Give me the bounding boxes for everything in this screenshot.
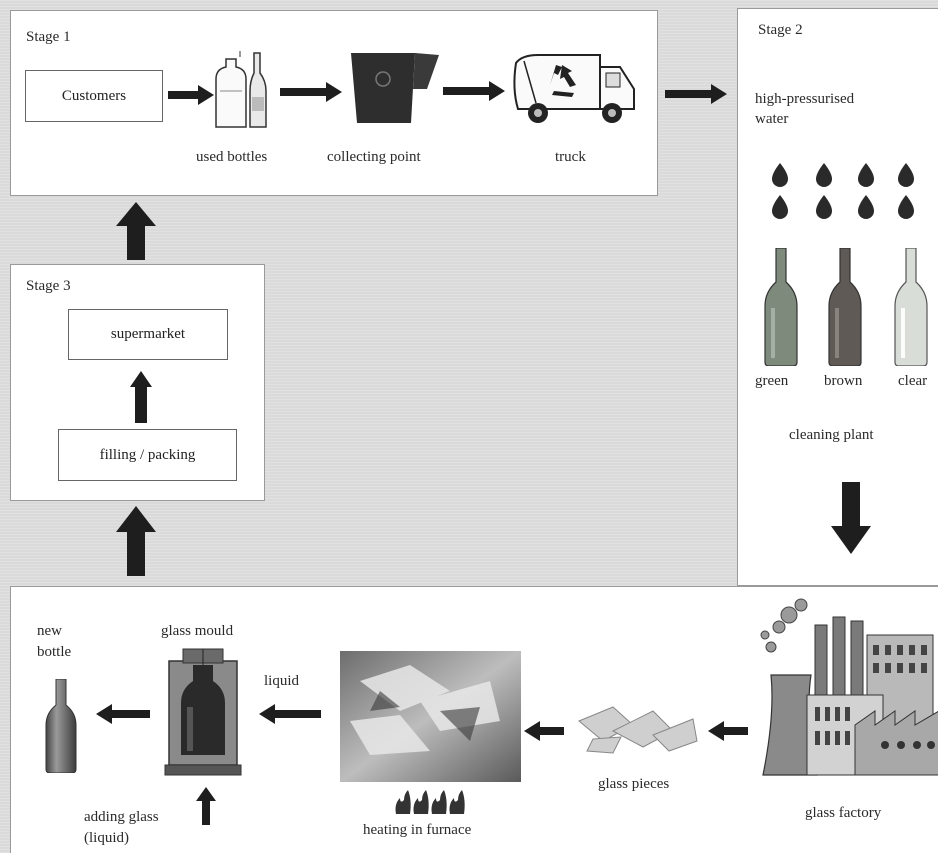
new-bottle-label-line1: new (37, 623, 62, 639)
brown-bottle-icon (828, 248, 862, 366)
brown-label: brown (824, 373, 863, 389)
flames-icon (395, 790, 465, 814)
cleaning-plant-label: cleaning plant (789, 427, 874, 443)
glass-factory-icon (760, 598, 938, 776)
used-bottles-icon (215, 51, 267, 128)
adding-glass-label-line2: (liquid) (84, 830, 129, 846)
arrow-icon (443, 81, 505, 101)
filling-packing-label: filling / packing (99, 446, 196, 463)
customers-label: Customers (61, 87, 127, 104)
stage1-panel: Stage 1 Customers used bottles collectin… (10, 10, 658, 196)
new-bottle-icon (45, 679, 77, 773)
supermarket-label: supermarket (110, 326, 186, 342)
heating-in-furnace-label: heating in furnace (363, 822, 472, 838)
customers-box: Customers (25, 70, 163, 122)
arrow-left-icon (524, 721, 564, 741)
arrow-left-icon (708, 721, 748, 741)
arrow-down-icon (831, 482, 871, 554)
recycling-bin-icon (351, 53, 439, 123)
water-label-line1: high-pressurised (755, 91, 855, 107)
new-bottle-label-line2: bottle (37, 644, 72, 660)
green-label: green (755, 373, 789, 389)
arrow-up-icon (130, 371, 152, 423)
arrow-up-icon (116, 506, 156, 576)
stage3-panel: Stage 3 supermarket filling / packing (10, 264, 265, 501)
green-bottle-icon (764, 248, 798, 366)
stage3-title: Stage 3 (26, 278, 71, 294)
arrow-up-icon (116, 202, 156, 260)
arrow-left-icon (96, 704, 150, 724)
used-bottles-label: used bottles (196, 149, 268, 165)
clear-label: clear (898, 373, 928, 389)
arrow-icon (280, 82, 342, 102)
clear-bottle-icon (894, 248, 928, 366)
arrow-icon (168, 85, 214, 105)
stage2-panel: Stage 2 high-pressurised water green bro… (737, 8, 938, 586)
recycling-truck-icon (513, 54, 635, 123)
adding-glass-label-line1: adding glass (84, 809, 159, 825)
glass-mould-icon (164, 648, 242, 776)
arrow-icon (665, 84, 727, 104)
glass-pieces-label: glass pieces (598, 776, 670, 792)
liquid-label: liquid (264, 673, 300, 689)
furnace-icon (340, 651, 521, 782)
glass-factory-label: glass factory (805, 805, 882, 821)
water-drops-icon (772, 163, 914, 219)
collecting-point-label: collecting point (327, 149, 421, 165)
water-label-line2: water (755, 111, 789, 127)
glass-production-panel: new bottle glass mould liquid adding gla… (10, 586, 938, 853)
truck-label: truck (555, 149, 586, 165)
arrow-left-icon (259, 704, 321, 724)
glass-mould-label: glass mould (161, 623, 234, 639)
supermarket-box: supermarket (68, 309, 228, 360)
stage2-title: Stage 2 (758, 22, 803, 38)
stage1-title: Stage 1 (26, 29, 71, 45)
arrow-up-icon (196, 787, 216, 825)
filling-packing-box: filling / packing (58, 429, 237, 481)
glass-pieces-icon (578, 706, 698, 754)
